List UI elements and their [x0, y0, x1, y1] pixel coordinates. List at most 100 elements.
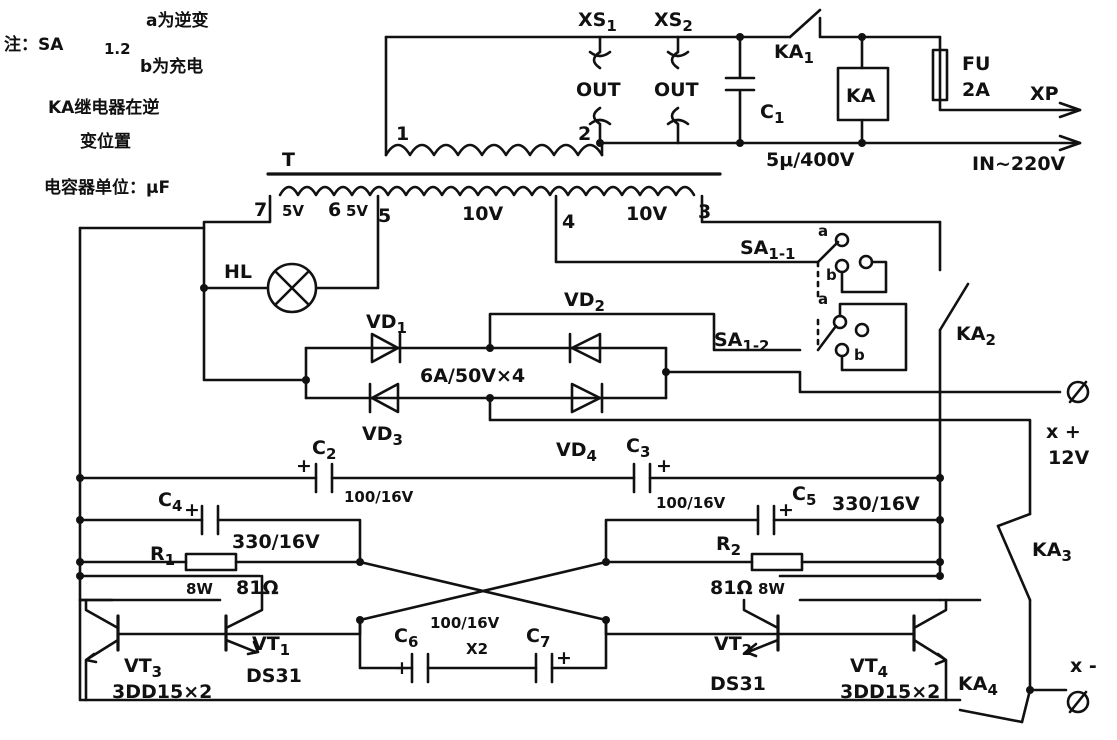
- xs1-socket: [592, 35, 602, 145]
- c2-plus: +: [296, 455, 312, 477]
- note-ka2: 变位置: [80, 131, 131, 152]
- tap5-wire: [316, 194, 380, 290]
- xs2-socket: [670, 35, 680, 145]
- diode-rating: 6A/50V×4: [420, 365, 525, 387]
- sa11-label: SA1-1: [740, 237, 796, 263]
- c3-plates: [632, 462, 652, 494]
- cross-2: [358, 560, 608, 622]
- xs2-out: OUT: [654, 79, 699, 101]
- vt4-type: 3DD15×2: [840, 681, 940, 703]
- c5-label: C5: [792, 483, 816, 509]
- node: [486, 344, 494, 352]
- sa12-a: a: [818, 290, 828, 308]
- fuse-leads: [938, 35, 1082, 112]
- primary-pin2-label: 2: [578, 123, 591, 145]
- node: [858, 33, 866, 41]
- c6-label: C6: [394, 625, 418, 651]
- in-arrow-bottom: [1058, 134, 1082, 152]
- tap-3: 3: [698, 201, 711, 223]
- vt2-label: VT2: [714, 633, 752, 659]
- vd4-diode: [570, 382, 604, 414]
- r1-resistor: [184, 552, 238, 572]
- vt3-transistor: [84, 598, 120, 702]
- r1-value: 81Ω: [236, 577, 279, 599]
- hl-lamp-cross: [273, 269, 311, 307]
- c67-value: 100/16V: [430, 614, 500, 632]
- switch-sa1: SA1-1 SA1-2 a b a b: [554, 194, 942, 372]
- right-side: KA2 KA3 KA4 x + 12V x -: [938, 220, 1097, 724]
- c2-plates: [314, 462, 334, 494]
- section-4-3: 10V: [626, 203, 667, 225]
- node: [356, 616, 364, 624]
- ka4-contact: [1020, 688, 1032, 724]
- xs1-contacts: [588, 50, 612, 126]
- sa11-contact-a: [834, 232, 850, 248]
- lamp-section: HL: [78, 194, 380, 382]
- node: [736, 139, 744, 147]
- vt2-transistor: [742, 598, 780, 658]
- vt4-transistor: [912, 598, 948, 702]
- vt3-type: 3DD15×2: [112, 681, 212, 703]
- ka-coil-label: KA: [846, 85, 876, 107]
- node: [936, 558, 944, 566]
- c2-value: 100/16V: [344, 488, 414, 506]
- sa11-link: [840, 260, 888, 294]
- node: [936, 572, 944, 580]
- node: [736, 33, 744, 41]
- node: [602, 616, 610, 624]
- ka4-label: KA4: [958, 673, 998, 699]
- c5-plus: +: [778, 499, 794, 521]
- xs2-contacts: [666, 50, 690, 126]
- c1-label: C1: [760, 101, 784, 127]
- ka1-contact: [788, 8, 822, 39]
- sa11-b: b: [826, 266, 837, 284]
- c3-label: C3: [626, 435, 650, 461]
- tap4-wire: [554, 194, 820, 264]
- vd3-label: VD3: [362, 423, 403, 449]
- oscillator: C2 + 100/16V C3 + 100/16V C4 + 330/16V C…: [76, 226, 982, 703]
- ka-coil-box: [836, 66, 890, 122]
- ka1-label: KA1: [774, 41, 814, 67]
- sa11-a: a: [818, 222, 828, 240]
- terminal-x-plus-slash: [1068, 380, 1088, 404]
- transformer-label: T: [282, 149, 295, 171]
- rail-c4: [78, 518, 362, 564]
- xp-arrow: [1058, 101, 1082, 119]
- sa12-label: SA1-2: [714, 329, 770, 355]
- ka2-contact: [938, 282, 970, 332]
- tap3-wire: [700, 194, 942, 224]
- ka3-top: [996, 512, 1032, 528]
- tap-6: 6: [328, 199, 341, 221]
- r2-resistor: [750, 552, 804, 572]
- c2-label: C2: [312, 437, 336, 463]
- node: [486, 394, 494, 402]
- note-sa-sub: 1.2: [104, 40, 131, 58]
- c3-value: 100/16V: [656, 494, 726, 512]
- in-label: IN~220V: [972, 153, 1066, 175]
- node: [76, 474, 84, 482]
- vt2-base-wire: [604, 618, 780, 636]
- ac-section: XS1 XS2 OUT OUT C1 5μ/400V KA1 KA FU 2A …: [384, 8, 1082, 175]
- note-sa: 注：SA: [4, 34, 64, 55]
- v12-label: 12V: [1048, 447, 1089, 469]
- c5-value: 330/16V: [832, 493, 920, 515]
- ka3-label: KA3: [1032, 539, 1072, 565]
- c6-plates: [410, 652, 430, 684]
- sa11-contact-c: [858, 254, 874, 270]
- rail-c5: [604, 518, 942, 564]
- hl-label: HL: [224, 261, 252, 283]
- vt1-transistor: [224, 574, 264, 656]
- bridge-right-out: [664, 370, 1062, 394]
- vd1-label: VD1: [366, 311, 407, 337]
- r2-value: 81Ω: [710, 577, 753, 599]
- vt3-label: VT3: [124, 655, 162, 681]
- node: [662, 368, 670, 376]
- ka3-contact: [996, 524, 1032, 602]
- terminal-x-minus: [1066, 690, 1090, 714]
- vd2-diode: [568, 332, 602, 364]
- note-b: b为充电: [140, 56, 203, 77]
- vt4-label: VT4: [850, 655, 888, 681]
- xs1-out: OUT: [576, 79, 621, 101]
- c3-plus: +: [656, 455, 672, 477]
